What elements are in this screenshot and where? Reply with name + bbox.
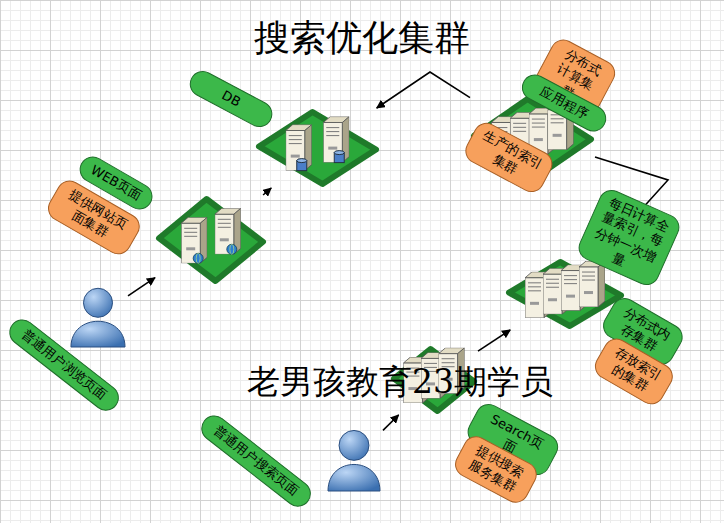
server-icon bbox=[181, 217, 207, 263]
cluster-pad bbox=[259, 112, 376, 184]
watermark: 老男孩教育23期学员 bbox=[247, 360, 553, 405]
globe-icon bbox=[227, 244, 237, 254]
server-icon bbox=[286, 125, 312, 171]
globe-icon bbox=[193, 253, 203, 263]
tag-label: DB bbox=[185, 66, 277, 131]
cluster-node: WEB页面提供网站页面集群 bbox=[155, 195, 267, 285]
tag-label: 普通用户搜索页面 bbox=[196, 410, 316, 512]
db-icon bbox=[334, 151, 344, 155]
cluster-node: DB bbox=[255, 108, 380, 188]
globe-icon bbox=[196, 253, 200, 263]
user-icon bbox=[325, 425, 383, 493]
user-body bbox=[328, 464, 380, 491]
cluster-node: 分布式计算集群应用程序生产的索引集群 bbox=[470, 95, 595, 180]
cluster-node: 普通用户浏览页面 bbox=[68, 283, 128, 349]
user-head bbox=[339, 430, 369, 460]
connector bbox=[377, 72, 470, 108]
user-icon bbox=[68, 283, 128, 349]
cluster-body bbox=[255, 108, 380, 188]
connector bbox=[383, 415, 399, 430]
server-icon bbox=[323, 117, 349, 163]
cluster-body bbox=[155, 195, 267, 285]
user-head bbox=[83, 288, 112, 317]
db-icon bbox=[297, 159, 307, 163]
server-icon bbox=[579, 261, 605, 307]
cluster-node: 普通用户搜索页面 bbox=[325, 425, 383, 493]
connector bbox=[263, 188, 271, 195]
cluster-pad bbox=[159, 199, 263, 281]
server-icon bbox=[215, 208, 241, 254]
globe-icon bbox=[230, 244, 234, 254]
diagram-title: 搜索优化集群 bbox=[254, 14, 470, 63]
connector bbox=[478, 330, 510, 351]
connector bbox=[128, 278, 155, 296]
user-body bbox=[71, 321, 125, 347]
cluster-pad bbox=[509, 262, 621, 326]
